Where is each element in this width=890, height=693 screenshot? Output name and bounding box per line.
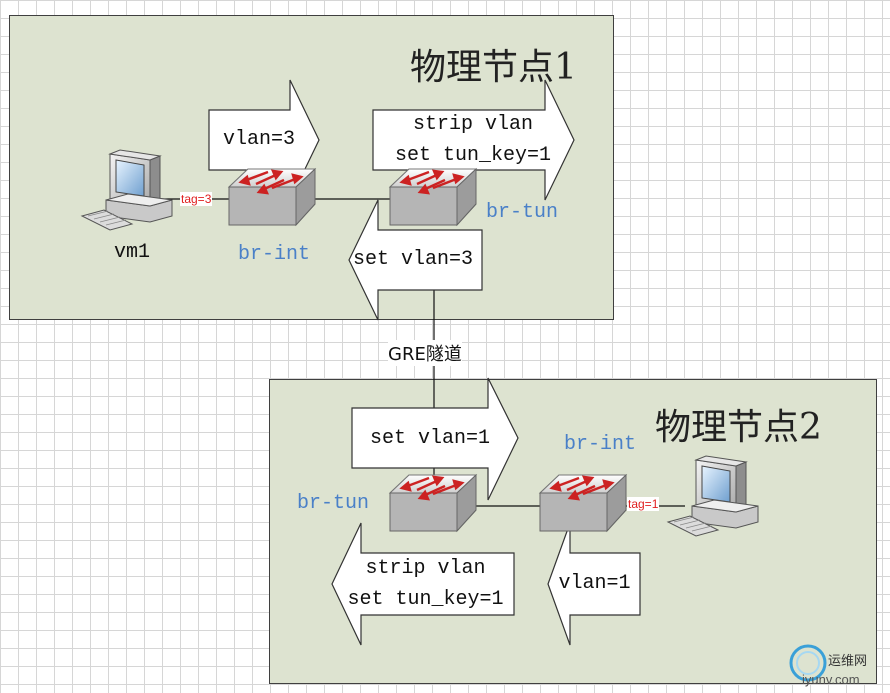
label-br-tun-2: br-tun	[296, 492, 369, 515]
watermark-text: 运维网	[828, 654, 868, 669]
label-n2-set-tunkey: set tun_key=1	[347, 588, 504, 611]
label-n2-vlan1: vlan=1	[558, 572, 631, 595]
label-vm1: vm1	[114, 241, 151, 264]
label-br-tun-1: br-tun	[485, 201, 558, 224]
arrow-n2-strip-vlan	[331, 522, 515, 646]
arrow-n2-vlan1	[547, 522, 641, 646]
label-n2-strip-vlan: strip vlan	[365, 557, 486, 580]
computer-vm1	[81, 149, 173, 231]
tag-vm2: tag=1	[627, 497, 660, 511]
label-n1-vlan3: vlan=3	[222, 128, 295, 151]
node-title-1: 物理节点1	[410, 47, 577, 88]
node-title-2: 物理节点2	[655, 407, 822, 448]
computer-vm2	[667, 455, 759, 537]
router-br-tun-1	[388, 167, 478, 227]
label-n1-set-tunkey: set tun_key=1	[394, 144, 552, 167]
label-br-int-2: br-int	[563, 433, 636, 456]
watermark-logo	[789, 644, 827, 682]
label-br-int-1: br-int	[237, 243, 310, 266]
router-br-int-2	[538, 473, 628, 533]
arrow-n2-set-vlan1	[351, 377, 519, 501]
label-n1-set-vlan3: set vlan=3	[352, 248, 474, 271]
router-br-tun-2	[388, 473, 478, 533]
label-n2-set-vlan1: set vlan=1	[369, 427, 491, 450]
arrow-n1-set-vlan3	[348, 199, 483, 321]
label-gre-tunnel: GRE隧道	[388, 340, 462, 366]
router-br-int-1	[227, 167, 317, 227]
tag-vm1: tag=3	[180, 192, 213, 206]
label-n1-strip-vlan: strip vlan	[412, 113, 534, 136]
watermark-url: iyunv.com	[802, 672, 860, 687]
